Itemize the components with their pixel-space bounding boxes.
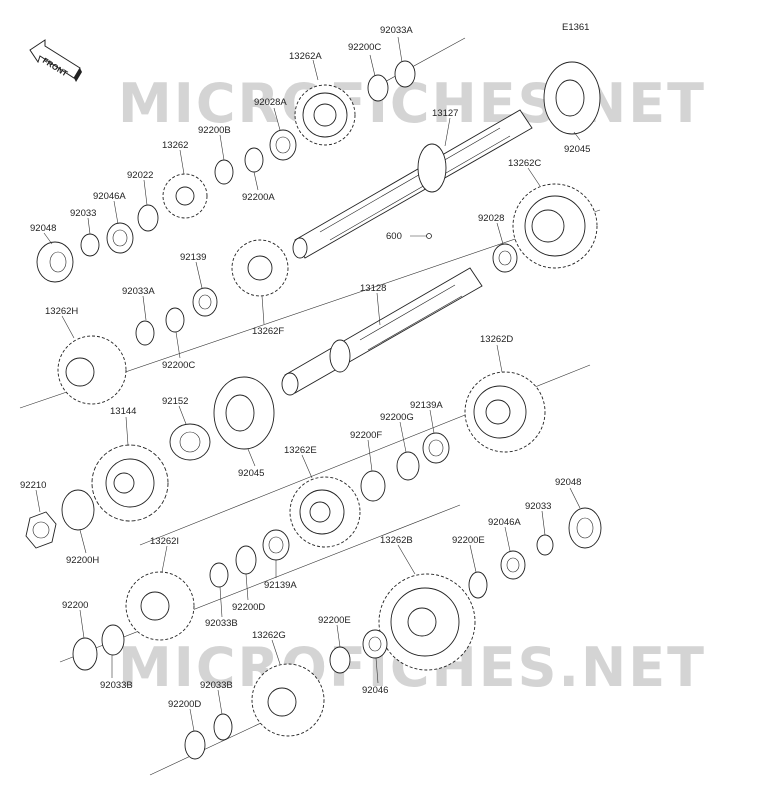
gear-13262c bbox=[512, 183, 598, 269]
label-13128[interactable]: 13128 bbox=[360, 283, 386, 294]
label-92200a[interactable]: 92200A bbox=[242, 192, 275, 203]
label-92033b-left[interactable]: 92033B bbox=[100, 680, 133, 691]
label-92046a-top[interactable]: 92046A bbox=[93, 191, 126, 202]
collar-92139 bbox=[192, 287, 218, 317]
needle-bearing-92046a-top bbox=[106, 222, 134, 254]
gear-13262a bbox=[294, 84, 356, 146]
collar-92152 bbox=[169, 423, 211, 461]
label-92200c-mid[interactable]: 92200C bbox=[162, 360, 195, 371]
label-92200d-mid[interactable]: 92200D bbox=[232, 602, 265, 613]
bearing-92045-mid bbox=[213, 376, 275, 450]
label-92210[interactable]: 92210 bbox=[20, 480, 46, 491]
label-13144[interactable]: 13144 bbox=[110, 406, 136, 417]
label-13262d[interactable]: 13262D bbox=[480, 334, 513, 345]
label-92048-top[interactable]: 92048 bbox=[30, 223, 56, 234]
gear-13262 bbox=[162, 173, 208, 219]
washers bbox=[61, 60, 554, 760]
label-92033-low[interactable]: 92033 bbox=[525, 501, 551, 512]
label-92200h[interactable]: 92200H bbox=[66, 555, 99, 566]
label-13262b[interactable]: 13262B bbox=[380, 535, 413, 546]
label-92200f[interactable]: 92200F bbox=[350, 430, 382, 441]
shaft-13127 bbox=[292, 109, 533, 259]
needle-bearing-92139a-top bbox=[422, 432, 450, 464]
label-92200d-low[interactable]: 92200D bbox=[168, 699, 201, 710]
label-13262f[interactable]: 13262F bbox=[252, 326, 284, 337]
label-92200c-top[interactable]: 92200C bbox=[348, 42, 381, 53]
collar-92028 bbox=[492, 243, 518, 273]
collar-92048-top bbox=[36, 241, 74, 283]
gear-13262h bbox=[57, 335, 127, 405]
gear-13262f bbox=[231, 239, 289, 297]
needle-bearing-92139a-low bbox=[262, 529, 290, 561]
needle-bearing-92046a-low bbox=[500, 550, 526, 580]
label-92045-mid[interactable]: 92045 bbox=[238, 468, 264, 479]
label-13262e[interactable]: 13262E bbox=[284, 445, 317, 456]
part-labels: 13262A 92200C 92033A 92028A 92200B 13262… bbox=[20, 25, 590, 710]
label-92033a-top[interactable]: 92033A bbox=[380, 25, 413, 36]
label-92200e-right[interactable]: 92200E bbox=[452, 535, 485, 546]
label-92200b[interactable]: 92200B bbox=[198, 125, 231, 136]
label-13262i[interactable]: 13262I bbox=[150, 536, 179, 547]
gear-13262g bbox=[251, 663, 325, 737]
label-92022[interactable]: 92022 bbox=[127, 170, 153, 181]
label-92045-top[interactable]: 92045 bbox=[564, 144, 590, 155]
front-arrow-icon: FRONT bbox=[29, 39, 82, 82]
label-92139a-low[interactable]: 92139A bbox=[264, 580, 297, 591]
label-92046[interactable]: 92046 bbox=[362, 685, 388, 696]
gear-13262d bbox=[464, 371, 546, 453]
needle-bearing-92046 bbox=[362, 629, 388, 659]
shaft-13128 bbox=[281, 267, 483, 396]
bearing-92045-top bbox=[543, 61, 601, 135]
label-13262c[interactable]: 13262C bbox=[508, 158, 541, 169]
label-92139a-top[interactable]: 92139A bbox=[410, 400, 443, 411]
label-600[interactable]: 600 bbox=[386, 231, 402, 242]
label-92033b-mid[interactable]: 92033B bbox=[205, 618, 238, 629]
leader-lines bbox=[35, 36, 581, 732]
label-92033a-mid[interactable]: 92033A bbox=[122, 286, 155, 297]
label-92200e-low[interactable]: 92200E bbox=[318, 615, 351, 626]
gear-13262i bbox=[125, 571, 195, 641]
diagram-code: E1361 bbox=[562, 22, 589, 33]
sprocket-13144 bbox=[91, 444, 169, 522]
label-92028a[interactable]: 92028A bbox=[254, 97, 287, 108]
label-92028[interactable]: 92028 bbox=[478, 213, 504, 224]
label-92152[interactable]: 92152 bbox=[162, 396, 188, 407]
label-13262g[interactable]: 13262G bbox=[252, 630, 286, 641]
label-92046a-low[interactable]: 92046A bbox=[488, 517, 521, 528]
label-92033-top[interactable]: 92033 bbox=[70, 208, 96, 219]
label-92048-low[interactable]: 92048 bbox=[555, 477, 581, 488]
label-13127[interactable]: 13127 bbox=[432, 108, 458, 119]
gear-13262e bbox=[289, 476, 361, 548]
part-600-marker bbox=[426, 233, 432, 239]
collar-92048-low bbox=[568, 507, 602, 549]
label-92033b-low[interactable]: 92033B bbox=[200, 680, 233, 691]
needle-bearing-92028a bbox=[269, 129, 297, 161]
label-13262[interactable]: 13262 bbox=[162, 140, 188, 151]
label-92139[interactable]: 92139 bbox=[180, 252, 206, 263]
label-92200[interactable]: 92200 bbox=[62, 600, 88, 611]
label-92200g[interactable]: 92200G bbox=[380, 412, 414, 423]
label-13262a[interactable]: 13262A bbox=[289, 51, 322, 62]
nut-92210 bbox=[25, 511, 57, 549]
gear-13262b bbox=[378, 573, 476, 671]
label-13262h[interactable]: 13262H bbox=[45, 306, 78, 317]
